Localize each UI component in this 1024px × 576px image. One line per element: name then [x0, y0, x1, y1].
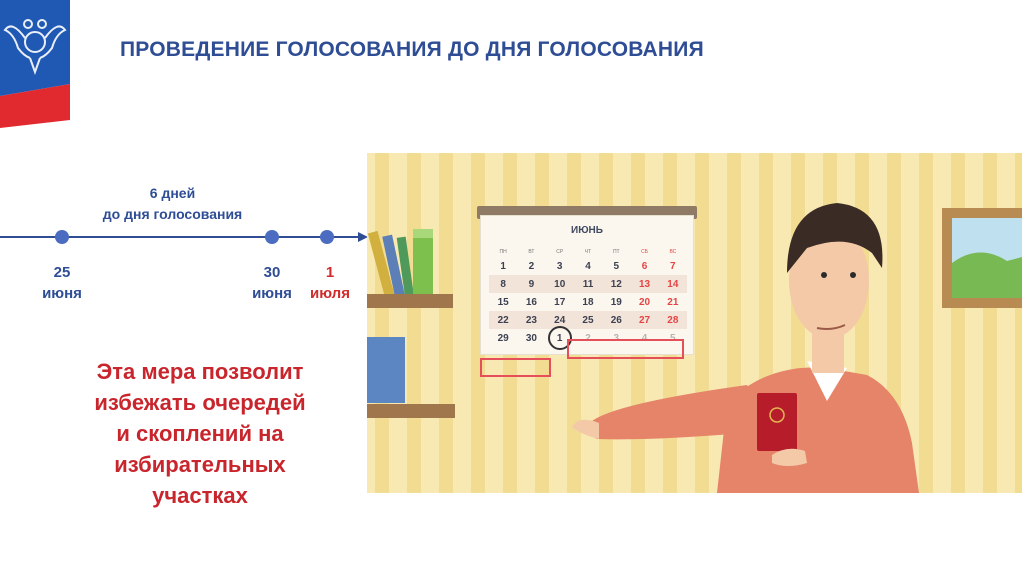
calendar-week: 22 23 24 25 26 27 28 [489, 311, 687, 329]
calendar-day: 27 [638, 314, 651, 326]
lead-line: избирательных [114, 452, 286, 477]
range-line-1: 6 дней [149, 185, 196, 201]
calendar-day: 5 [613, 260, 620, 272]
timeline: 6 дней до дня голосования 25 июня 30 июн… [0, 0, 370, 320]
calendar-month: ИЮНЬ [571, 225, 603, 236]
calendar-day: 13 [638, 278, 651, 290]
date-month: июня [252, 285, 292, 302]
lead-line: участках [152, 483, 248, 508]
calendar-day: 24 [554, 314, 566, 326]
calendar-day: 5 [670, 332, 676, 344]
calendar-day: 3 [556, 260, 563, 272]
bookshelf [367, 229, 455, 418]
lead-line: и скоплений на [116, 421, 284, 446]
calendar-day: 7 [670, 260, 676, 272]
calendar-week: 8 9 10 11 12 13 14 [489, 275, 687, 293]
calendar-day: 1 [500, 260, 506, 272]
lead-text: Эта мера позволит избежать очередей и ск… [55, 356, 345, 511]
room-illustration [367, 153, 1022, 493]
early-voting-highlight [567, 339, 684, 359]
calendar-day: 2 [585, 332, 591, 344]
calendar-day: 11 [582, 278, 594, 290]
lead-line: избежать очередей [94, 390, 306, 415]
calendar-day: 16 [525, 296, 537, 308]
calendar-day: 18 [582, 296, 594, 308]
lead-line: Эта мера позволит [96, 359, 304, 384]
arrow-head-icon [358, 232, 368, 242]
date-day: 1 [325, 264, 335, 281]
calendar-day: 6 [641, 260, 648, 272]
early-voting-highlight [480, 358, 551, 377]
calendar-day: 1 [546, 329, 574, 347]
calendar-weekday: СР [556, 248, 564, 255]
calendar-day: 2 [528, 260, 535, 272]
timeline-date-start: 25 июня [32, 262, 92, 304]
calendar-week: 1 2 3 4 5 6 7 [489, 257, 687, 275]
calendar-weekday: СБ [641, 248, 648, 255]
calendar-day: 3 [613, 332, 620, 344]
calendar-day: 28 [667, 314, 679, 326]
calendar-day: 19 [610, 296, 622, 308]
calendar-day: 17 [554, 296, 566, 308]
date-month: июля [310, 285, 350, 302]
timeline-dot [55, 230, 69, 244]
calendar-day: 30 [525, 332, 537, 344]
page-title: ПРОВЕДЕНИЕ ГОЛОСОВАНИЯ ДО ДНЯ ГОЛОСОВАНИ… [120, 38, 704, 61]
timeline-dot [320, 230, 334, 244]
date-day: 25 [53, 264, 71, 281]
calendar-day: 14 [667, 278, 679, 290]
calendar-day: 8 [500, 278, 506, 290]
calendar-day: 23 [525, 314, 537, 326]
calendar-weekday: ПТ [612, 248, 620, 255]
calendar-day: 12 [610, 278, 622, 290]
wall-picture [942, 208, 1022, 308]
calendar-day: 4 [641, 332, 648, 344]
timeline-date-end: 30 июня [242, 262, 302, 304]
calendar-day: 22 [497, 314, 509, 326]
calendar-day: 29 [497, 332, 509, 344]
calendar-day: 25 [582, 314, 594, 326]
calendar-day: 10 [554, 278, 566, 290]
calendar-week: 15 16 17 18 19 20 21 [489, 293, 687, 311]
date-day: 30 [263, 264, 281, 281]
calendar-day: 15 [497, 296, 509, 308]
man-illustration [572, 203, 919, 493]
emblem-logo [0, 0, 70, 128]
timeline-range-label: 6 дней до дня голосования [90, 183, 255, 225]
calendar-day: 21 [667, 296, 679, 308]
calendar-day: 4 [585, 260, 591, 272]
calendar-day: 26 [610, 314, 622, 326]
calendar-day: 20 [638, 296, 651, 308]
calendar-weekday: ПН [499, 248, 507, 255]
timeline-date-voting-day: 1 июля [300, 262, 360, 304]
timeline-axis [0, 230, 368, 244]
timeline-dot [265, 230, 279, 244]
range-line-2: до дня голосования [102, 206, 243, 222]
date-month: июня [42, 285, 82, 302]
calendar-day: 9 [528, 278, 535, 290]
calendar-weekday: ВС [669, 248, 677, 255]
calendar-weekday: ВТ [528, 248, 535, 255]
calendar-weekday-row: ПН ВТ СР ЧТ ПТ СБ ВС [489, 246, 687, 257]
calendar-weekday: ЧТ [584, 248, 592, 255]
